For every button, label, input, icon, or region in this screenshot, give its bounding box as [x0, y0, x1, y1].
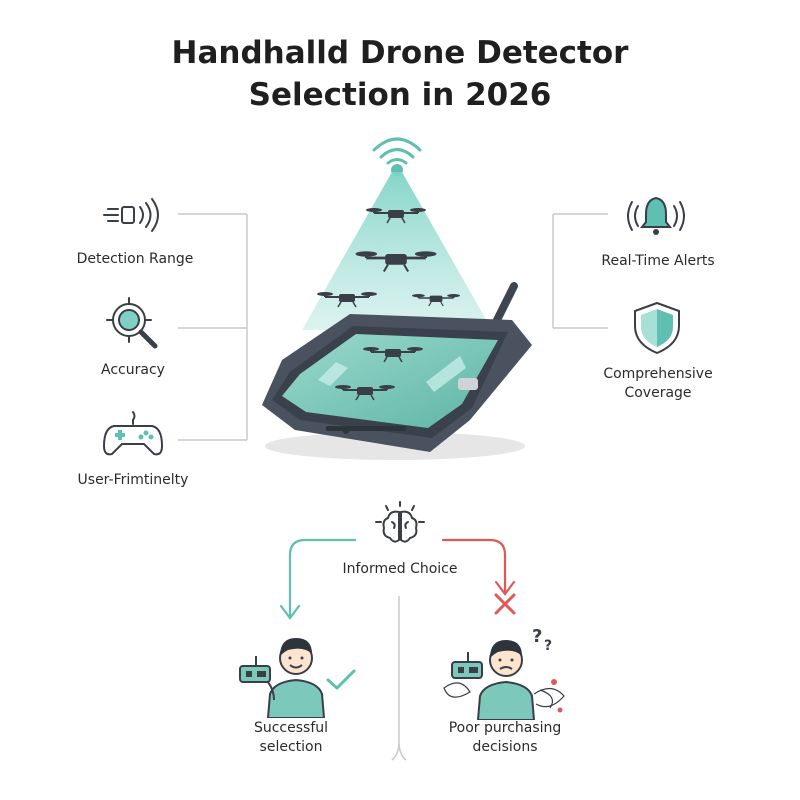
signal-range-icon [103, 198, 159, 232]
poor-line-2: decisions [472, 739, 538, 755]
right-connector-lines [552, 213, 608, 329]
success-line-1: Successful [253, 720, 329, 736]
cross-icon [494, 593, 516, 615]
feature-label-accuracy: Accuracy [101, 362, 165, 378]
poor-line-1: Poor purchasing [448, 720, 562, 736]
feature-label-comprehensive-coverage: Comprehensive Coverage [578, 365, 738, 403]
drone-detector-device [262, 314, 532, 460]
svg-text:?: ? [532, 626, 542, 647]
feature-label-detection-range: Detection Range [76, 251, 194, 267]
gamepad-icon [102, 411, 164, 456]
brain-icon [375, 501, 425, 543]
center-divider-line [391, 596, 407, 761]
coverage-line-2: Coverage [624, 385, 692, 401]
coverage-line-1: Comprehensive [603, 366, 713, 382]
title-line-2: Selection in 2026 [248, 77, 552, 113]
detection-beam [302, 172, 492, 330]
check-icon [326, 669, 356, 690]
svg-text:?: ? [544, 638, 552, 654]
successful-user-illustration [239, 638, 326, 718]
feature-label-real-time-alerts: Real-Time Alerts [601, 253, 715, 269]
broadcast-signal-icon [372, 137, 422, 165]
informed-choice-label: Informed Choice [342, 561, 458, 577]
page-title: Handhalld Drone Detector Selection in 20… [0, 32, 800, 116]
title-line-1: Handhalld Drone Detector [171, 35, 629, 71]
feature-label-user-friendliness: User-Frimtinelty [77, 472, 189, 488]
confused-user-illustration: ? ? [443, 626, 565, 720]
poor-decisions-label: Poor purchasing decisions [430, 719, 580, 757]
alert-bell-icon [627, 196, 685, 235]
left-connector-lines [178, 213, 248, 441]
success-line-2: selection [259, 739, 323, 755]
magnifier-target-icon [106, 297, 158, 349]
shield-icon [634, 301, 680, 355]
successful-selection-label: Successful selection [216, 719, 366, 757]
failure-arrow [441, 538, 516, 596]
success-arrow [279, 538, 357, 620]
